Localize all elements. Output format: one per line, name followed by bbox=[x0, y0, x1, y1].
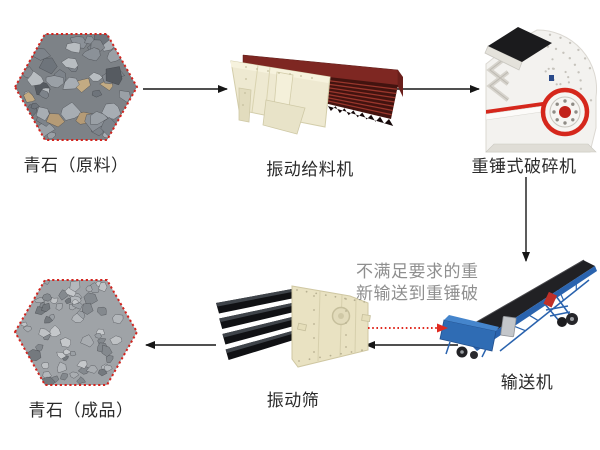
label-vibrating-screen: 振动筛 bbox=[266, 391, 320, 411]
label-raw-material: 青石（原料） bbox=[23, 156, 129, 176]
recycle-note-line1: 不满足要求的重 bbox=[356, 262, 479, 282]
hammer-crusher-illustration bbox=[484, 27, 598, 153]
label-hammer-crusher: 重锤式破碎机 bbox=[471, 157, 577, 177]
label-finished-product: 青石（成品） bbox=[28, 401, 134, 421]
finished-product-photo bbox=[13, 279, 139, 386]
vibrating-screen-illustration bbox=[216, 285, 371, 368]
crusher-hopper bbox=[488, 27, 552, 62]
label-vibrating-feeder: 振动给料机 bbox=[266, 160, 354, 180]
vibrating-feeder-illustration bbox=[230, 54, 403, 135]
raw-hexagon-border bbox=[13, 33, 139, 141]
crusher-flywheel bbox=[540, 87, 590, 137]
label-conveyor: 输送机 bbox=[500, 373, 554, 393]
conveyor-illustration bbox=[439, 259, 597, 359]
recycle-note: 不满足要求的重 新输送到重锤破 bbox=[356, 261, 479, 305]
raw-material-photo bbox=[13, 33, 139, 141]
recycle-note-line2: 新输送到重锤破 bbox=[356, 284, 479, 304]
flow-arrows bbox=[143, 85, 530, 349]
